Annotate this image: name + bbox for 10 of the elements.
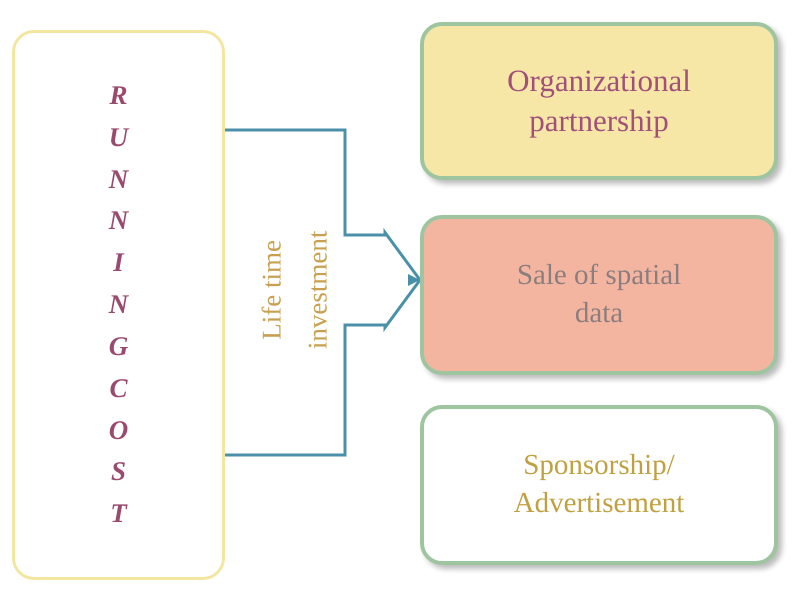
text-box xyxy=(420,215,778,375)
box-text: Sale of spatial data xyxy=(516,258,682,331)
box-text: Organizational partnership xyxy=(506,62,692,140)
text-box xyxy=(420,405,778,565)
edge-label: Life time investment xyxy=(255,230,333,350)
box-text: RUNNING COST xyxy=(108,78,130,530)
box-text: Sponsorship/ Advertisement xyxy=(512,448,686,521)
block-arrow xyxy=(224,128,422,456)
text-box xyxy=(12,30,225,580)
text-box xyxy=(420,22,778,180)
